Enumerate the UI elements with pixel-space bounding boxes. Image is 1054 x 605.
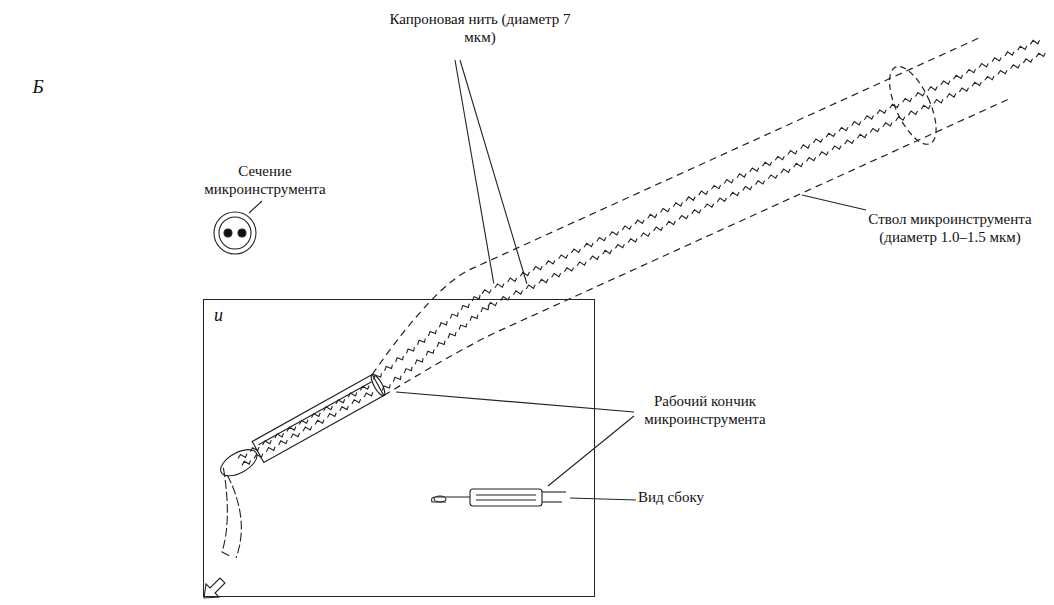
section-thread [224,229,232,237]
section-label: Сечение микроинструмента [200,162,330,198]
leader-line [396,392,634,412]
thread-label: Капроновая нить (диаметр 7 мкм) [380,10,580,46]
thread-loop [216,444,261,481]
inset-box: и [203,299,595,597]
shaft-outline [384,99,1009,396]
leader-line [570,498,636,500]
leader-line [460,60,527,284]
shaft-label: Ствол микроинструмента (диаметр 1.0–1.5 … [850,210,1050,246]
leader-line [802,195,866,210]
shaft-end [880,60,946,151]
section-thread [238,229,246,237]
nylon-thread [242,53,1045,465]
section-inner [219,217,251,249]
pull-arrow [204,578,225,598]
panel-letter: Б [28,78,48,96]
shaft-outline [372,37,981,374]
leader-line [455,60,494,283]
nylon-thread [238,40,1039,458]
tip-detail [259,382,372,445]
tip-label: Рабочий кончик микроинструмента [625,392,785,428]
side-view [432,489,567,506]
side-view-label: Вид сбоку [638,488,728,506]
leader-line [548,416,634,486]
thread-ends [222,468,241,558]
section-outer [214,212,256,254]
inset-letter: и [214,306,223,324]
leader-line [249,201,262,213]
